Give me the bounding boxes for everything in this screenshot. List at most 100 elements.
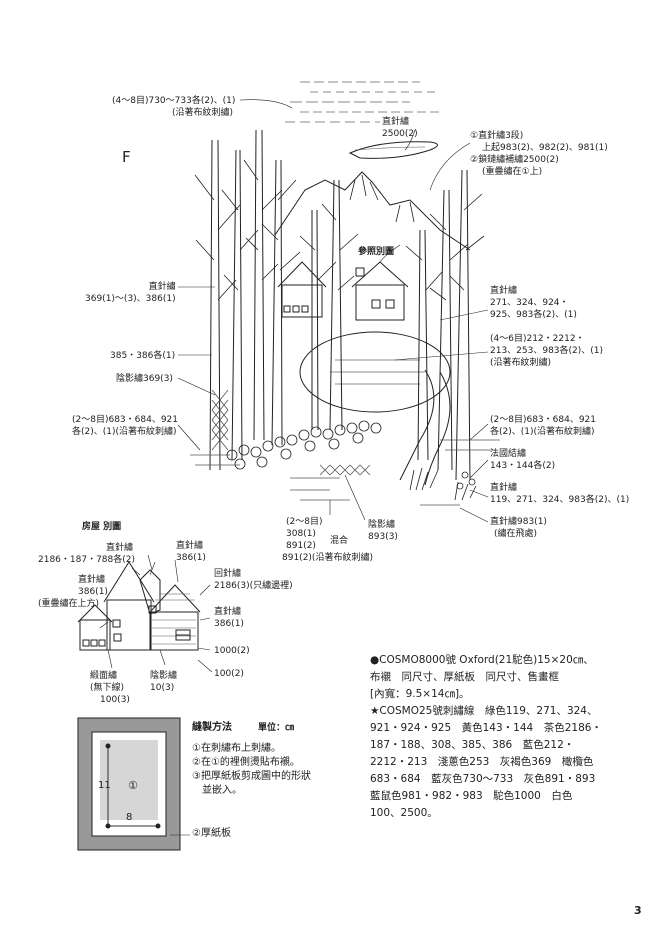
label-line: 直針繡 xyxy=(176,541,204,551)
label-line: 參照別圖 xyxy=(358,247,395,257)
label-line: 386(1) xyxy=(214,619,244,629)
label-line: 直針繡 xyxy=(490,286,518,296)
label-line: 直針繡 xyxy=(490,483,518,493)
house-detail-title: 房屋 別圖 xyxy=(82,521,121,533)
label-line: 891(2)(沿著布紋刺繡) xyxy=(282,553,373,563)
label-cloud: 直針繡 2500(2) xyxy=(382,116,418,140)
label-line: 386(1) xyxy=(176,553,206,563)
label-line: 10(3) xyxy=(150,683,175,693)
label-house-1000: 1000(2) xyxy=(214,645,250,657)
label-ground-right: (2～8目)683・684、921 各(2)、(1)(沿著布紋刺繡) xyxy=(490,414,596,438)
label-line: 271、324、924・ xyxy=(490,298,569,308)
shade-hatching-mid xyxy=(319,464,371,476)
label-line: (無下線) xyxy=(90,683,125,693)
house-detail-figure xyxy=(77,554,213,673)
board-label: ②厚紙板 xyxy=(192,828,231,839)
method-step: ③把厚紙板剪成圖中的形狀 xyxy=(192,771,311,782)
label-ground-left: (2～8目)683・684、921 各(2)、(1)(沿著布紋刺繡) xyxy=(72,414,178,438)
method-step: 並嵌入。 xyxy=(192,785,242,796)
label-line: 直針繡 xyxy=(106,543,134,553)
label-mix-word: 混合 xyxy=(330,535,348,547)
label-line: (重疊繡在上方) xyxy=(38,599,100,609)
label-line: (2～8目) xyxy=(286,517,323,527)
leader-lines xyxy=(177,99,489,523)
label-house-straight2: 直針繡 386(1) xyxy=(176,540,206,564)
label-line: 2500(2) xyxy=(382,129,418,139)
notes-line: 683・684 藍灰色730～733 灰色891・893 xyxy=(370,773,596,785)
label-house-straight4: 直針繡 386(1) xyxy=(214,606,244,630)
label-line: 上起983(2)、982(2)、981(1) xyxy=(482,143,608,153)
method-steps: ①在刺繡布上刺繡。 ②在①的裡側燙貼布襯。 ③把厚紙板剪成圖中的形狀 並嵌入。 xyxy=(192,742,311,798)
frame-dim-width: 8 xyxy=(126,812,133,823)
label-lake-right: (4～6目)212・2212・ 213、253、983各(2)、(1) (沿著布… xyxy=(490,333,603,369)
notes-line: 藍鼠色981・982・983 駝色1000 白色 xyxy=(370,790,573,802)
section-letter: F xyxy=(122,148,131,166)
label-line: ①直針繡3段) xyxy=(470,131,524,141)
label-line: 陰影繡 xyxy=(368,520,396,530)
notes-line: ●COSMO8000號 Oxford(21駝色)15×20㎝、 xyxy=(370,654,594,666)
label-line: 混合 xyxy=(330,536,349,546)
label-line: (2～8目)683・684、921 xyxy=(490,415,597,425)
method-step: ②在①的裡側燙貼布襯。 xyxy=(192,757,300,768)
page-number: 3 xyxy=(634,904,642,917)
cloud-shape xyxy=(348,141,438,159)
mountain-outline xyxy=(274,171,471,251)
label-line: 385・386各(1) xyxy=(110,351,176,361)
label-shade-left: 陰影繡369(3) xyxy=(116,373,173,385)
tree-trunks xyxy=(209,129,471,481)
lake-outline xyxy=(299,331,451,413)
label-house-satin: 緞面繡 (無下線) 100(3) xyxy=(90,670,130,706)
sky-stitch-lines xyxy=(285,81,440,123)
ground-stitch-lines xyxy=(190,439,500,506)
label-line: 緞面繡 xyxy=(90,671,118,681)
label-house-backstitch: 回針繡 2186(3)(只繡邊裡) xyxy=(214,568,293,592)
notes-line: 100、2500。 xyxy=(370,807,438,819)
label-line: 房屋 別圖 xyxy=(82,522,122,532)
label-grass-right: 直針繡 119、271、324、983各(2)、(1) xyxy=(490,482,629,506)
notes-line: 布襯 同尺寸、厚紙板 同尺寸、售畫框 xyxy=(370,671,559,683)
notes-line: 2212・213 淺蔥色253 灰褐色369 橄欖色 xyxy=(370,756,594,768)
label-line: 100(3) xyxy=(100,695,130,705)
label-line: 369(1)～(3)、386(1) xyxy=(85,294,176,304)
label-see-figure: 參照別圖 xyxy=(358,246,394,258)
label-top-left: (4～8目)730～733各(2)、(1) (沿著布紋刺繡) xyxy=(112,95,235,119)
method-unit: 單位：㎝ xyxy=(258,723,295,733)
label-line: 2186(3)(只繡邊裡) xyxy=(214,581,293,591)
label-line: 直針繡 xyxy=(78,575,106,585)
label-line: (沿著布紋刺繡) xyxy=(490,358,552,368)
label-shade-mid: 陰影繡 893(3) xyxy=(368,519,398,543)
label-line: 直針繡983(1) xyxy=(490,517,547,527)
frame-dim-height: 11 xyxy=(98,780,111,791)
label-line: (4～8目)730～733各(2)、(1) xyxy=(112,96,236,106)
label-line: 119、271、324、983各(2)、(1) xyxy=(490,495,630,505)
label-french-knot: 法國結繡 143・144各(2) xyxy=(490,448,555,472)
label-house-shade: 陰影繡 10(3) xyxy=(150,670,177,694)
label-line: 法國結繡 xyxy=(490,449,527,459)
label-mix: (2～8目) 308(1) 891(2) 891(2)(沿著布紋刺繡) xyxy=(282,516,373,564)
label-line: 直針繡 xyxy=(382,117,410,127)
label-line: ②鎖鏈繡補繡2500(2) xyxy=(470,155,559,165)
label-line: 各(2)、(1)(沿著布紋刺繡) xyxy=(490,427,595,437)
label-line: 直針繡 xyxy=(148,282,176,292)
label-line: 1000(2) xyxy=(214,646,250,656)
label-line: (繡在飛處) xyxy=(494,529,538,539)
label-line: (重疊繡在①上) xyxy=(482,167,543,177)
label-mountain: ①直針繡3段) 上起983(2)、982(2)、981(1) ②鎖鏈繡補繡250… xyxy=(470,130,608,178)
shade-hatching-left xyxy=(211,389,229,451)
notes-line: 187・188、308、385、386 藍色212・ xyxy=(370,739,575,751)
label-grass-bottom: 直針繡983(1) (繡在飛處) xyxy=(490,516,547,540)
label-trees-left: 直針繡 369(1)～(3)、386(1) xyxy=(85,281,176,305)
label-house-straight1: 直針繡 2186・187・788各(2) xyxy=(38,542,135,566)
notes-line: [內寬：9.5×14㎝]。 xyxy=(370,688,470,700)
label-line: 893(3) xyxy=(368,532,398,542)
label-line: 各(2)、(1)(沿著布紋刺繡) xyxy=(72,427,177,437)
label-house-100: 100(2) xyxy=(214,668,244,680)
method-title: 縫製方法 xyxy=(192,722,232,733)
frame-center-mark: ① xyxy=(128,779,138,792)
notes-line: ★COSMO25號刺繡線 綠色119、271、324、 xyxy=(370,705,598,717)
method-step: ①在刺繡布上刺繡。 xyxy=(192,743,281,754)
label-line: (沿著布紋刺繡) xyxy=(172,108,234,118)
label-line: 308(1) xyxy=(286,529,316,539)
materials-notes: ●COSMO8000號 Oxford(21駝色)15×20㎝、 布襯 同尺寸、厚… xyxy=(370,652,640,822)
